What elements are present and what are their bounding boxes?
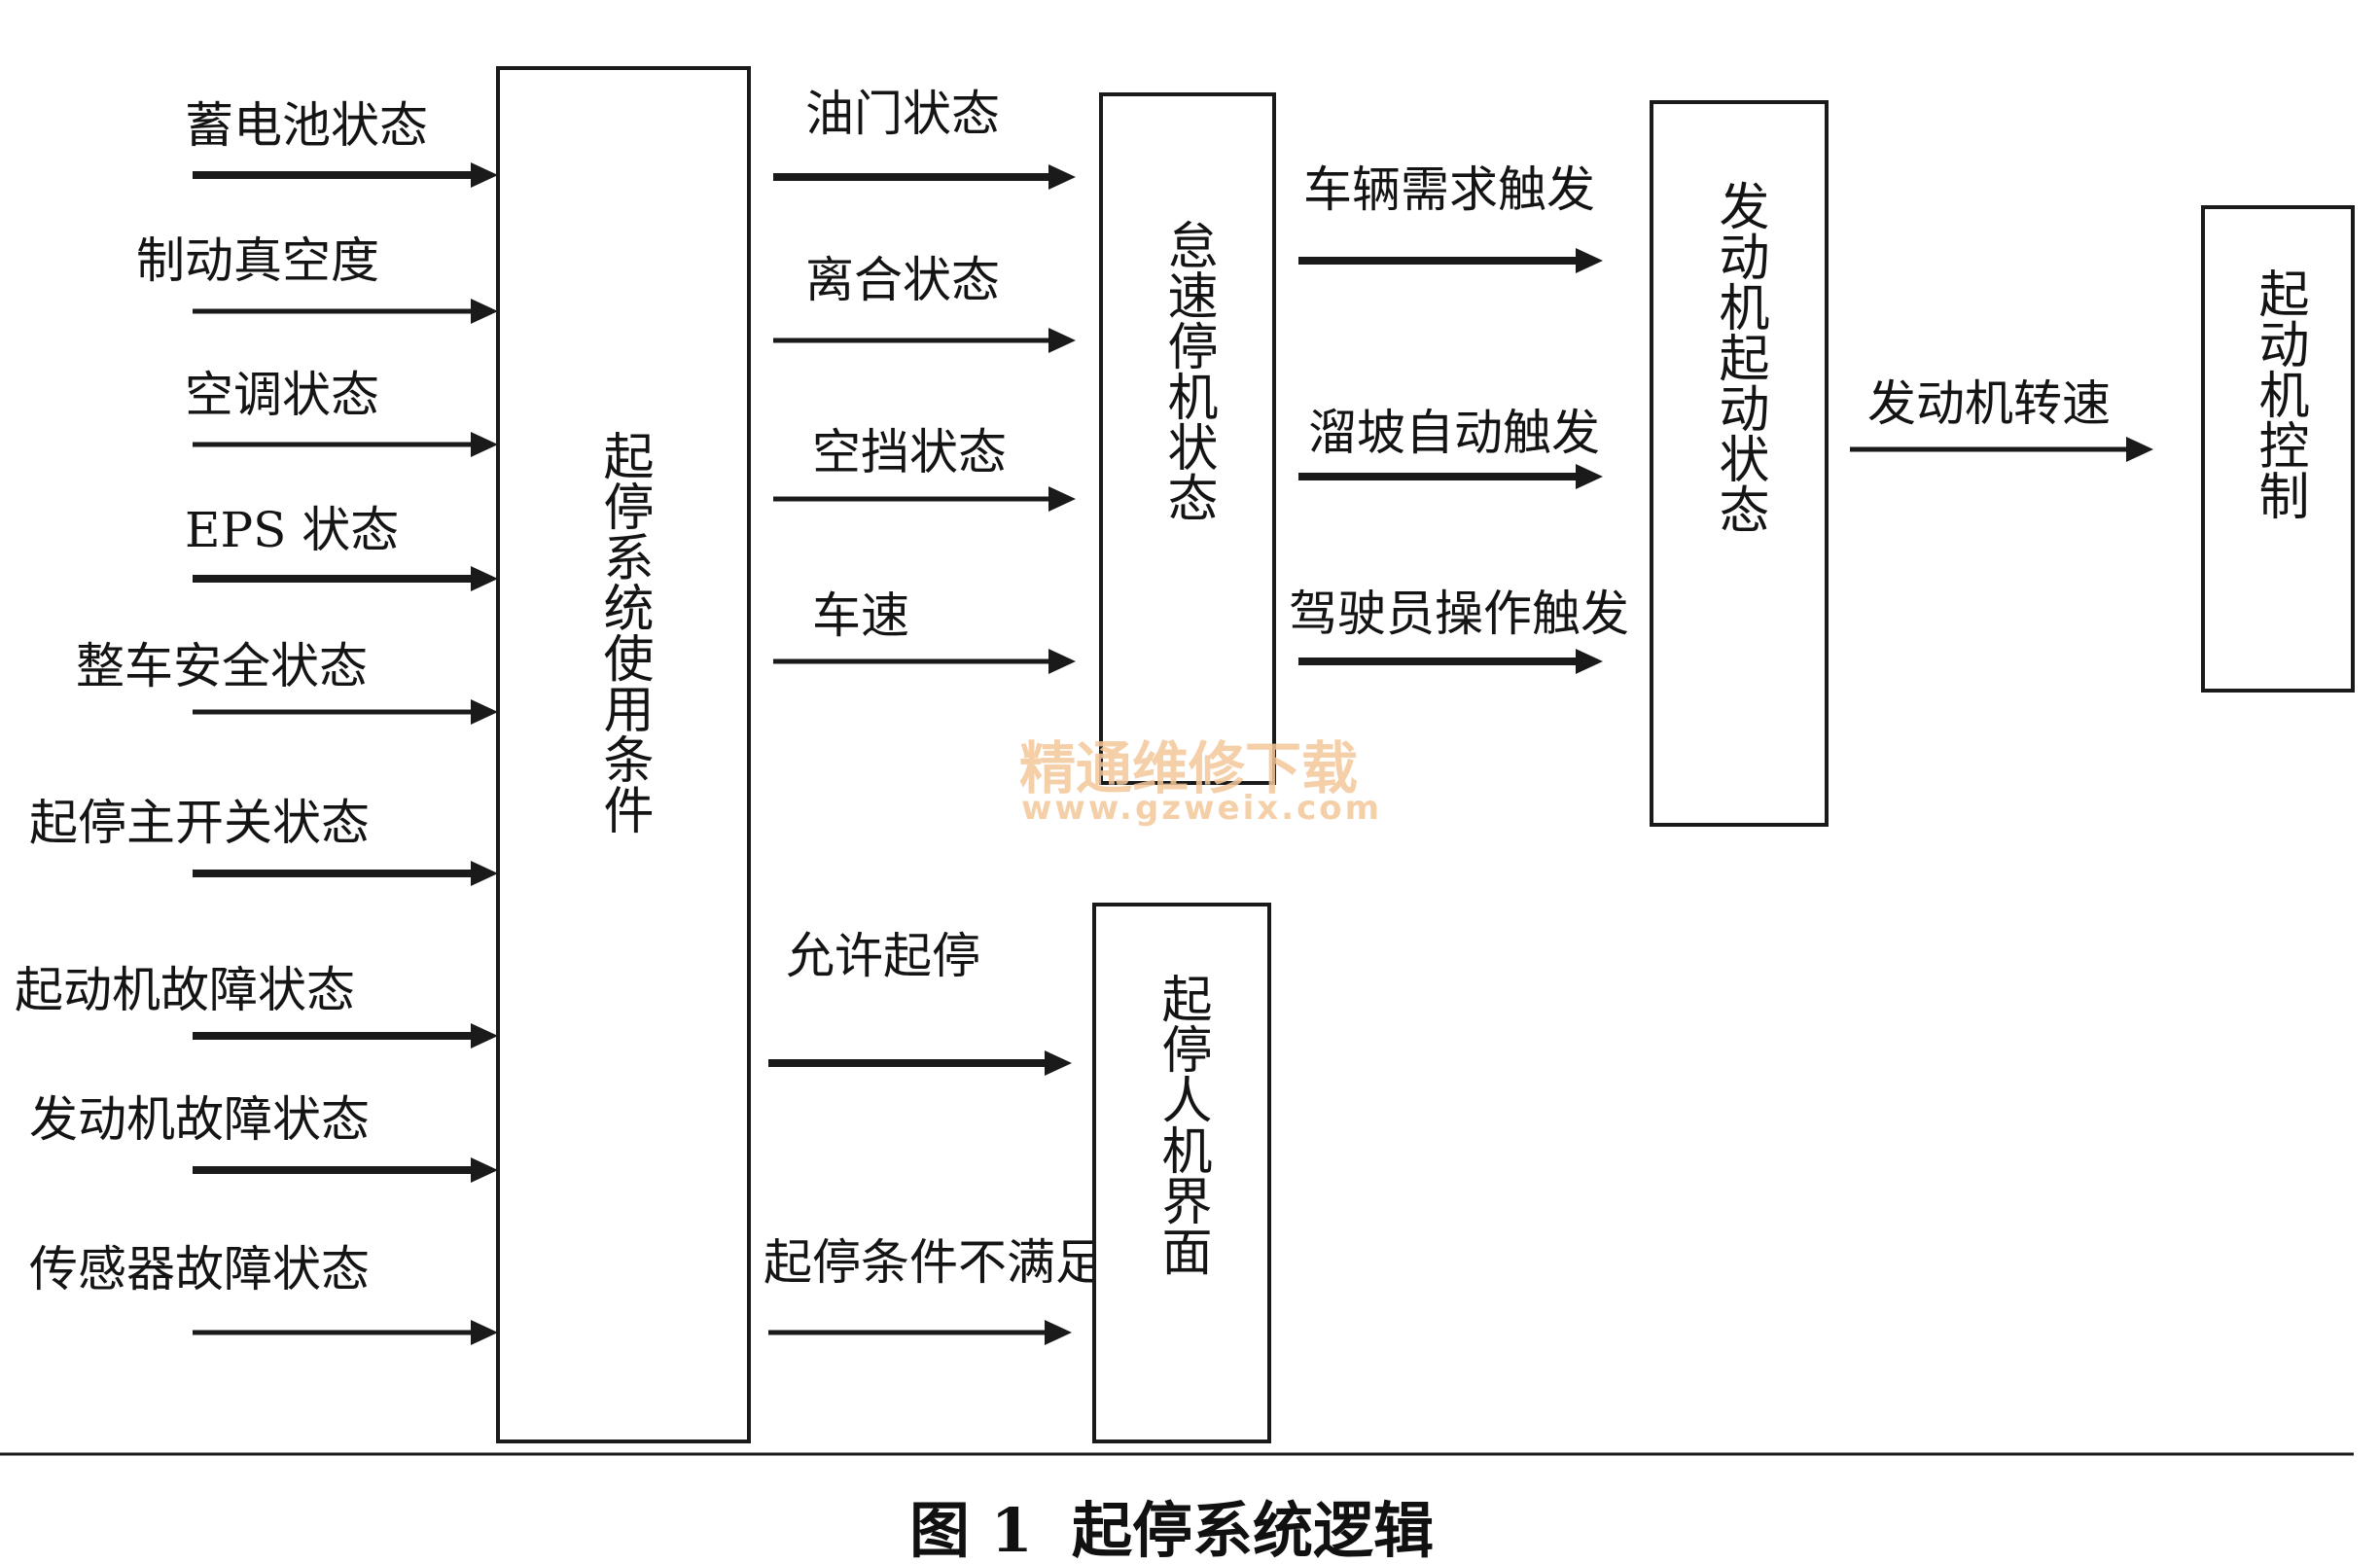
input-label-starter-fault: 起动机故障状态 xyxy=(15,962,355,1018)
arrow-head xyxy=(1045,1050,1072,1076)
arrow-head xyxy=(471,162,498,188)
arrow-head xyxy=(1576,248,1603,273)
arrow-head xyxy=(1048,164,1076,190)
input-label-ac: 空调状态 xyxy=(185,367,379,423)
watermark-url: www.gzweix.com xyxy=(1021,789,1382,828)
arrow-head xyxy=(471,432,498,457)
engine-speed-label: 发动机转速 xyxy=(1867,375,2111,432)
arrow-head xyxy=(471,1157,498,1183)
conditions-box xyxy=(496,66,751,1443)
arrow-head xyxy=(471,861,498,886)
input-label-vehicle-safety: 整车安全状态 xyxy=(76,638,368,694)
trigger-label-driver: 驾驶员操作触发 xyxy=(1289,586,1629,642)
arrow-head xyxy=(471,299,498,324)
engine-start-box xyxy=(1650,100,1829,827)
arrow-head xyxy=(2126,437,2153,462)
figure-title: 起停系统逻辑 xyxy=(1072,1495,1434,1564)
arrow-head xyxy=(1045,1320,1072,1345)
input-label-sensor-fault: 传感器故障状态 xyxy=(29,1241,370,1297)
figure-number: 图 1 xyxy=(909,1495,1033,1564)
trigger-label-rollback: 溜坡自动触发 xyxy=(1308,405,1600,461)
input-label-battery: 蓄电池状态 xyxy=(185,97,428,154)
signal-label-speed: 车速 xyxy=(812,587,909,644)
signal-label-throttle: 油门状态 xyxy=(805,86,1000,142)
arrow-head xyxy=(1576,649,1603,674)
engine-start-box-label: 发动机起动状态 xyxy=(1710,180,1768,534)
idle-stop-box-label: 怠速停机状态 xyxy=(1158,219,1217,522)
signal-arrows xyxy=(773,164,1076,674)
signal-label-clutch: 离合状态 xyxy=(805,252,1000,308)
hmi-box-label: 起停人机界面 xyxy=(1153,973,1211,1276)
conditions-box-label: 起停系统使用条件 xyxy=(594,430,653,835)
starter-control-box xyxy=(2201,205,2355,693)
trigger-arrows xyxy=(1298,248,1603,674)
arrow-head xyxy=(1048,649,1076,674)
input-label-engine-fault: 发动机故障状态 xyxy=(29,1091,370,1148)
signal-label-neutral: 空挡状态 xyxy=(812,424,1007,480)
input-label-eps: EPS 状态 xyxy=(185,502,399,558)
arrow-head xyxy=(471,699,498,725)
arrow-head xyxy=(471,1023,498,1049)
input-label-main-switch: 起停主开关状态 xyxy=(29,795,370,851)
input-label-brake-vacuum: 制动真空度 xyxy=(136,232,379,289)
arrow-head xyxy=(471,1320,498,1345)
idle-stop-box xyxy=(1099,92,1276,785)
trigger-label-vehicle-demand: 车辆需求触发 xyxy=(1303,161,1595,218)
signal-label-allow-stop: 允许起停 xyxy=(786,928,980,984)
watermark-text: 精通维修下载 xyxy=(1019,735,1358,801)
hmi-box xyxy=(1092,903,1271,1443)
starter-control-box-label: 起动机控制 xyxy=(2250,267,2308,520)
arrow-head xyxy=(1048,486,1076,512)
signal-label-conditions-not-met: 起停条件不满足 xyxy=(764,1234,1104,1291)
hmi-arrows xyxy=(768,1050,1072,1345)
arrow-head xyxy=(471,566,498,591)
arrow-head xyxy=(1576,464,1603,489)
input-arrows xyxy=(193,162,498,1345)
arrow-head xyxy=(1048,328,1076,353)
